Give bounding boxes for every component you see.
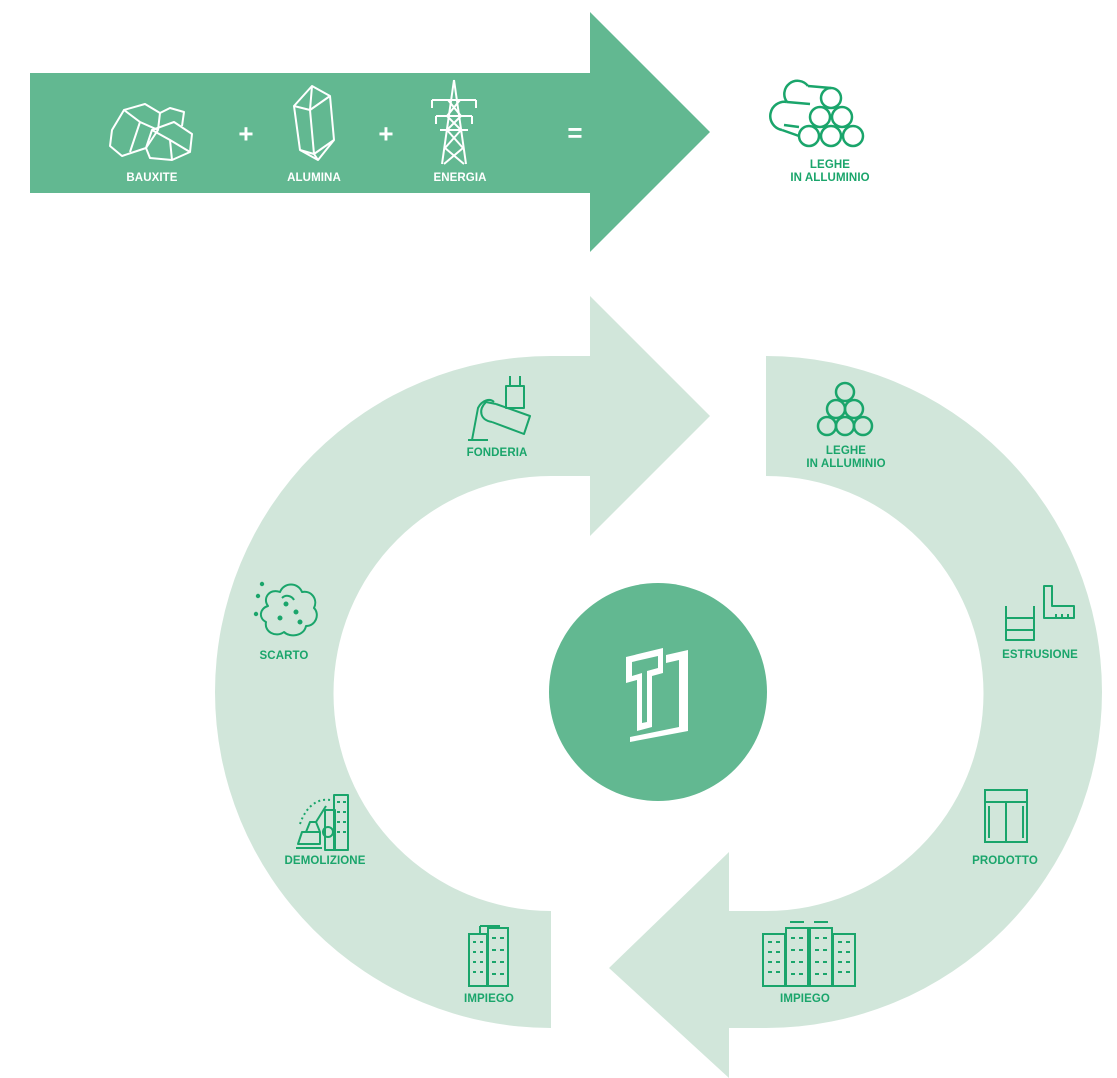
cycle-left-arrow — [215, 296, 710, 1028]
bauxite-label: BAUXITE — [126, 172, 178, 184]
impiego-right-label: IMPIEGO — [780, 993, 830, 1005]
plus-operator-2: + — [378, 118, 394, 149]
fonderia-label: FONDERIA — [466, 447, 528, 459]
power-pylon-icon — [431, 79, 477, 165]
buildings-icon — [762, 921, 856, 987]
rocks-icon — [109, 103, 193, 161]
scrap-icon — [253, 581, 318, 637]
window-icon — [984, 789, 1028, 843]
pipes-bundle-icon — [769, 79, 865, 148]
cycle-right-arrow — [609, 356, 1102, 1078]
extrusion-icon — [1005, 585, 1075, 641]
impiego-left-label: IMPIEGO — [464, 993, 514, 1005]
estrusione-label: ESTRUSIONE — [1002, 649, 1078, 661]
pipes-pyramid-icon — [816, 381, 874, 437]
alumina-label: ALUMINA — [287, 172, 341, 184]
output-leghe-label: LEGHE IN ALLUMINIO — [790, 159, 870, 184]
energia-label: ENERGIA — [433, 172, 487, 184]
plus-operator-1: + — [238, 118, 254, 149]
scarto-label: SCARTO — [259, 650, 309, 662]
demolizione-label: DEMOLIZIONE — [284, 855, 366, 867]
crystal-icon — [293, 85, 335, 161]
center-circle — [549, 583, 767, 801]
prodotto-label: PRODOTTO — [972, 855, 1038, 867]
equals-operator: = — [567, 117, 583, 148]
demolition-icon — [296, 794, 349, 851]
logo-icon — [626, 648, 688, 742]
production-arrow — [30, 12, 710, 252]
leghe-label: LEGHE IN ALLUMINIO — [806, 445, 886, 470]
building-icon — [468, 925, 509, 987]
foundry-icon — [468, 376, 531, 441]
